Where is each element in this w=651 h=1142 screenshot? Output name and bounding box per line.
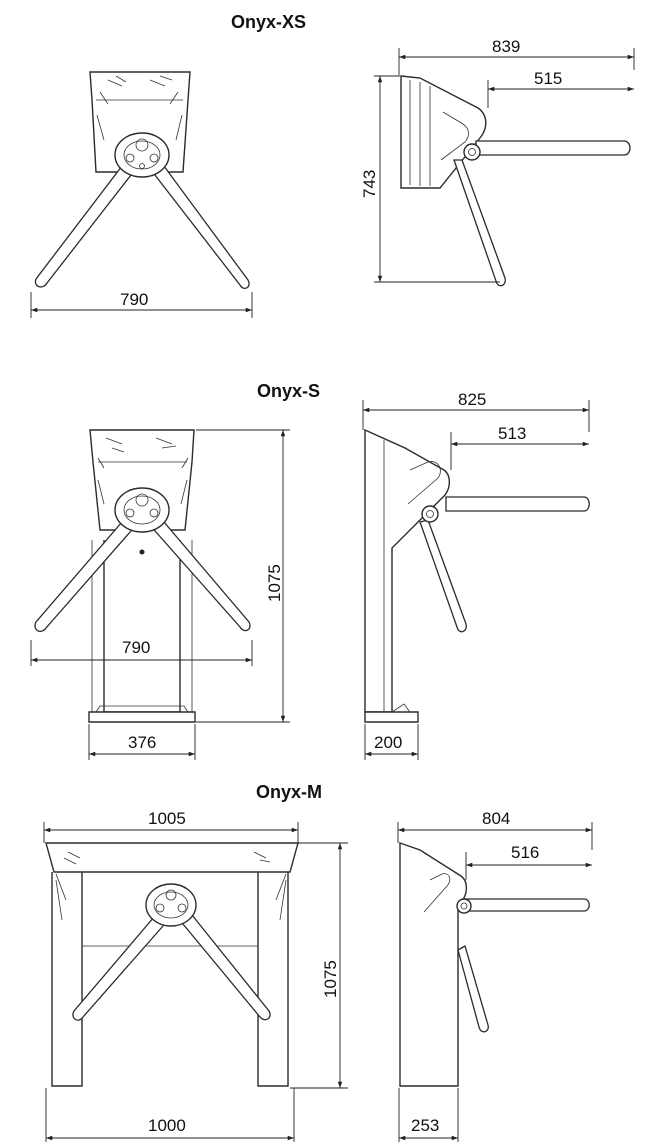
- onyx-m-height-dimension: 1075: [290, 842, 348, 1089]
- onyx-s-arm-reach-label: 513: [498, 424, 526, 443]
- onyx-s-side-view: [364, 428, 590, 723]
- onyx-s-base-depth-dimension: 200: [364, 724, 419, 760]
- onyx-xs-arm-reach-label: 515: [534, 69, 562, 88]
- onyx-s-base-depth-label: 200: [374, 733, 402, 752]
- onyx-xs-arm-reach-dimension: 515: [487, 69, 634, 108]
- onyx-xs-depth-label: 839: [492, 37, 520, 56]
- onyx-s-depth-label: 825: [458, 390, 486, 409]
- onyx-m-front-view: [45, 842, 299, 1087]
- onyx-xs-depth-dimension: 839: [398, 37, 635, 75]
- onyx-m-title: Onyx-M: [256, 782, 322, 802]
- onyx-xs-side-view: [400, 75, 631, 287]
- onyx-s-title: Onyx-S: [257, 381, 320, 401]
- onyx-s-height-label: 1075: [265, 564, 284, 602]
- onyx-s-arm-span-label: 790: [122, 638, 150, 657]
- onyx-xs-height-dimension: 743: [360, 75, 500, 283]
- onyx-s-height-dimension: 1075: [196, 429, 290, 723]
- onyx-s-base-width-label: 376: [128, 733, 156, 752]
- onyx-m-top-width-label: 1005: [148, 809, 186, 828]
- onyx-xs-front-view: [34, 71, 250, 289]
- onyx-s-base-width-dimension: 376: [88, 724, 196, 760]
- onyx-m-arm-reach-label: 516: [511, 843, 539, 862]
- onyx-m-arm-reach-dimension: 516: [465, 843, 592, 880]
- onyx-m-side-view: [399, 842, 590, 1087]
- onyx-xs-arm-span-label: 790: [120, 290, 148, 309]
- onyx-m-height-label: 1075: [321, 960, 340, 998]
- onyx-xs-height-label: 743: [360, 170, 379, 198]
- onyx-m-depth-dimension: 804: [397, 809, 593, 850]
- onyx-m-depth-label: 804: [482, 809, 510, 828]
- onyx-s-front-view: [34, 429, 251, 723]
- onyx-s-arm-span-dimension: 790: [30, 638, 253, 666]
- onyx-s-arm-reach-dimension: 513: [450, 424, 589, 470]
- onyx-m-base-width-dimension: 1000: [45, 1088, 295, 1142]
- onyx-m-base-depth-dimension: 253: [398, 1088, 459, 1142]
- onyx-s-depth-dimension: 825: [362, 390, 590, 432]
- onyx-xs-arm-span-dimension: 790: [30, 290, 253, 318]
- onyx-m-top-width-dimension: 1005: [43, 809, 299, 843]
- onyx-xs-title: Onyx-XS: [231, 12, 306, 32]
- onyx-m-base-width-label: 1000: [148, 1116, 186, 1135]
- onyx-m-base-depth-label: 253: [411, 1116, 439, 1135]
